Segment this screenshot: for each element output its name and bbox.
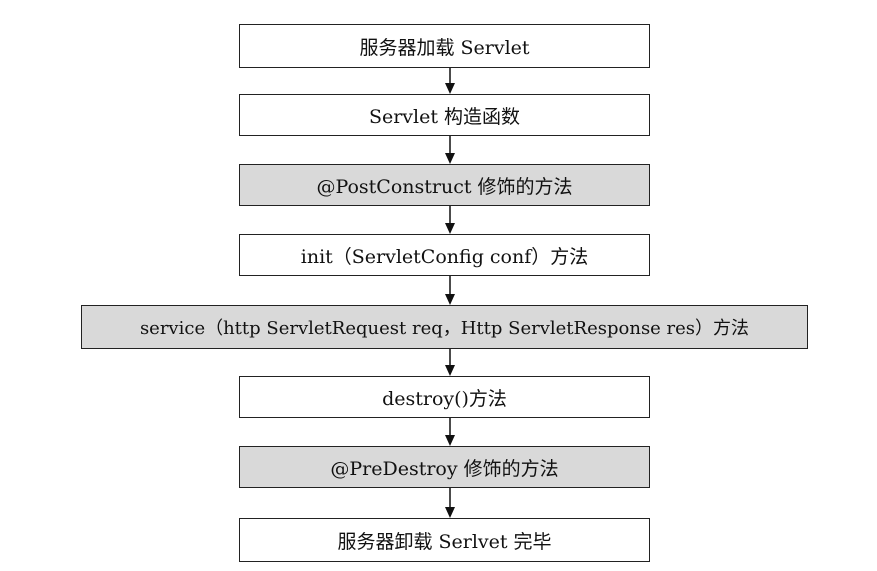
step-service-method: service（http ServletRequest req，Http Ser… <box>81 305 808 349</box>
arrow-5-to-6 <box>445 349 455 376</box>
step-servlet-constructor: Servlet 构造函数 <box>239 94 650 136</box>
step-label: service（http ServletRequest req，Http Ser… <box>139 318 750 339</box>
arrow-7-to-8 <box>445 488 455 518</box>
arrow-6-to-7 <box>445 418 455 446</box>
step-server-load-servlet: 服务器加载 Servlet <box>239 24 650 68</box>
step-label: Servlet 构造函数 <box>368 105 521 128</box>
step-init-method: init（ServletConfig conf）方法 <box>239 234 650 276</box>
arrow-1-to-2 <box>445 68 455 94</box>
step-label: @PreDestroy 修饰的方法 <box>330 457 559 480</box>
step-label: destroy()方法 <box>382 387 507 410</box>
arrow-2-to-3 <box>445 136 455 164</box>
step-predestroy-method: @PreDestroy 修饰的方法 <box>239 446 650 488</box>
step-postconstruct-method: @PostConstruct 修饰的方法 <box>239 164 650 206</box>
step-destroy-method: destroy()方法 <box>239 376 650 418</box>
step-label: init（ServletConfig conf）方法 <box>300 245 589 268</box>
step-label: 服务器加载 Servlet <box>359 36 530 59</box>
step-server-unload-servlet: 服务器卸载 Serlvet 完毕 <box>239 518 650 562</box>
arrow-4-to-5 <box>445 276 455 305</box>
arrow-3-to-4 <box>445 206 455 234</box>
step-label: 服务器卸载 Serlvet 完毕 <box>337 530 552 553</box>
step-label: @PostConstruct 修饰的方法 <box>316 175 573 198</box>
